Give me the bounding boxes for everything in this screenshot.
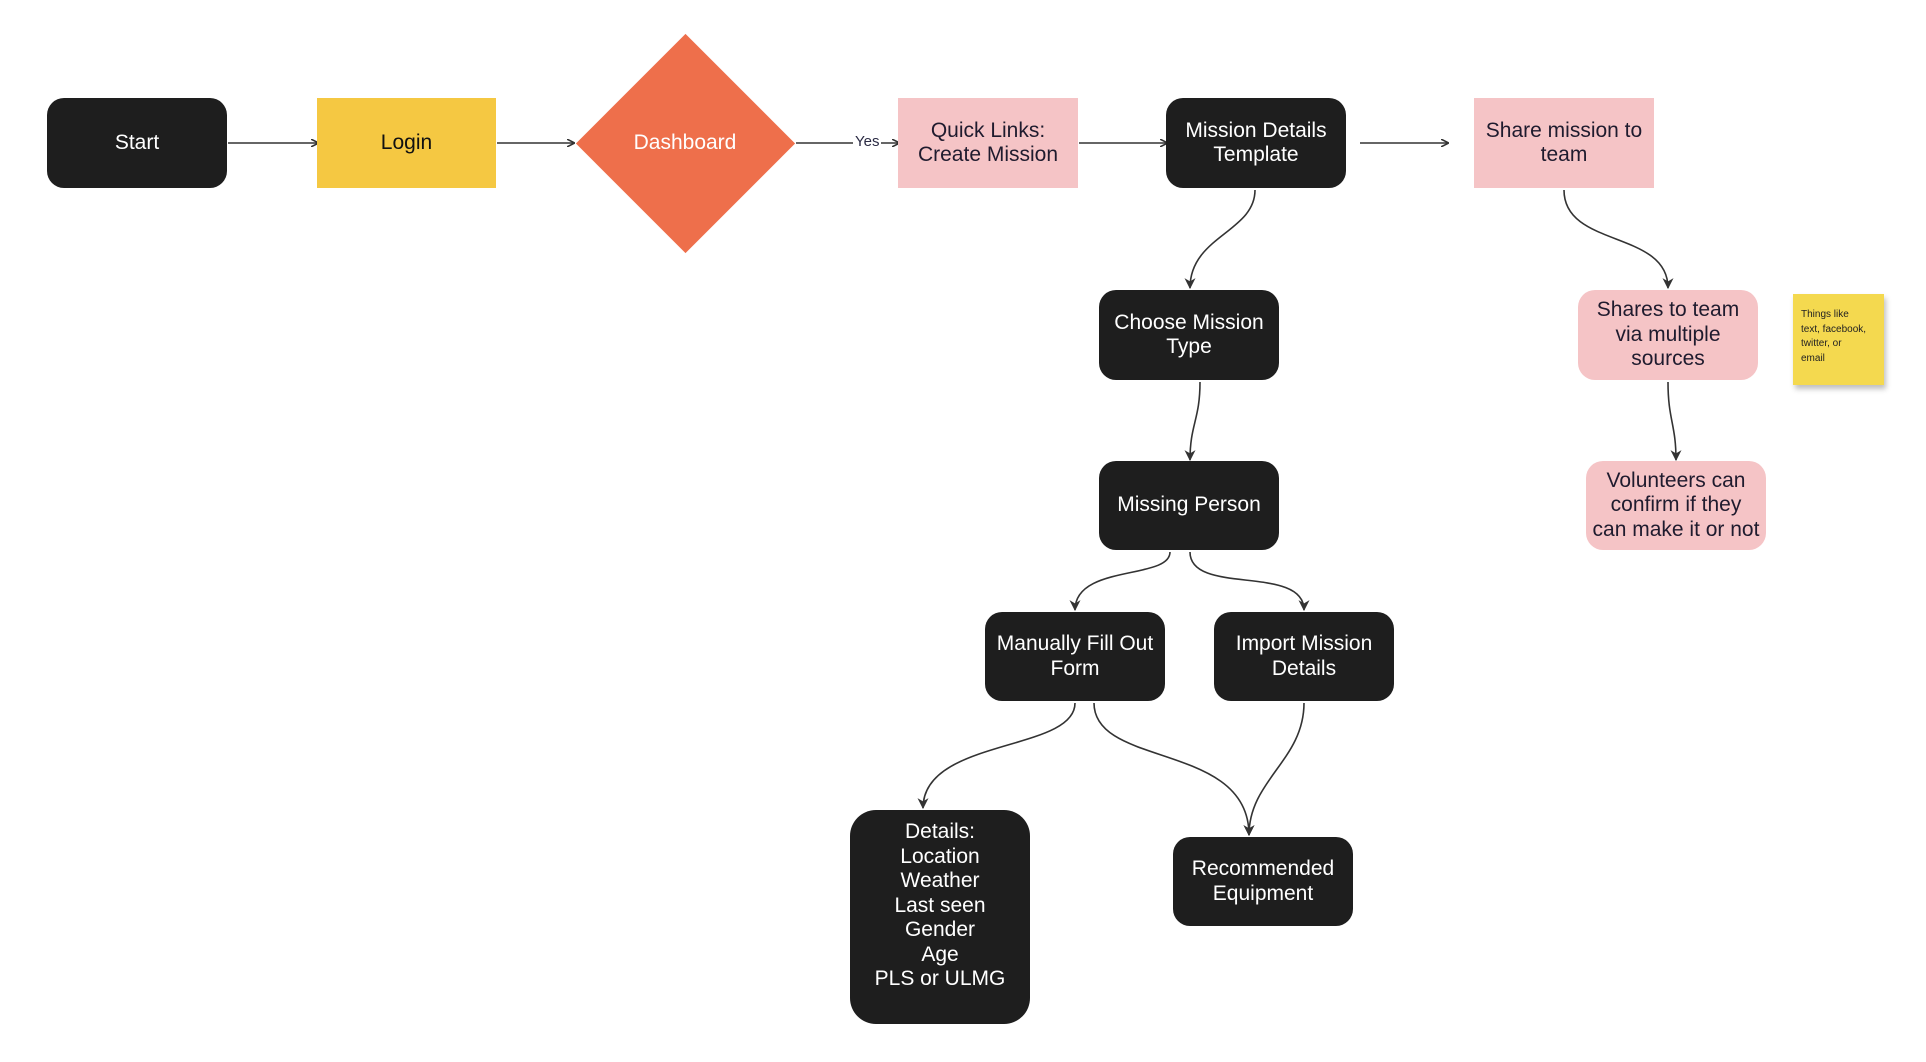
node-volunteers-line: Volunteers can (1606, 468, 1746, 492)
node-shares-to-team[interactable]: Shares to team via multiple sources (1578, 290, 1758, 380)
node-volunteers-line: confirm if they (1610, 493, 1742, 517)
node-share-mission-line: Share mission to (1485, 118, 1643, 142)
node-details-line: Weather (900, 869, 980, 892)
node-missing-person[interactable]: Missing Person (1099, 461, 1279, 550)
node-shares-team-line: Shares to team (1596, 298, 1740, 322)
edge-label-yes: Yes (853, 133, 882, 150)
node-choose-mission-type[interactable]: Choose Mission Type (1099, 290, 1279, 380)
node-details-line: Age (921, 942, 959, 966)
edge-shares-team-to-volunteers (1667, 381, 1682, 462)
sticky-note-line: email (1801, 352, 1825, 364)
node-quick-links[interactable]: Quick Links: Create Mission (898, 98, 1078, 188)
node-details-line: PLS or ULMG (874, 967, 1006, 990)
node-details-line: Details: (904, 820, 976, 843)
node-start[interactable]: Start (47, 98, 227, 188)
node-shares-team-line: via multiple (1615, 322, 1721, 346)
node-import-line: Import Mission (1235, 632, 1373, 655)
node-import-mission-details[interactable]: Import Mission Details (1214, 612, 1394, 701)
node-details[interactable]: Details: Location Weather Last seen Gend… (850, 810, 1030, 1024)
node-equipment-line: Equipment (1212, 881, 1314, 905)
node-manual-form-line: Form (1050, 656, 1100, 680)
node-choose-type-line: Type (1166, 335, 1212, 358)
node-login[interactable]: Login (317, 98, 496, 188)
edge-manual-form-to-equipment (1093, 702, 1255, 837)
sticky-note[interactable]: Things like text, facebook, twitter, or … (1793, 294, 1884, 385)
sticky-note-line: text, facebook, (1801, 323, 1867, 335)
sticky-note-line: Things like (1801, 309, 1849, 320)
node-dashboard-decision[interactable]: Dashboard (573, 31, 797, 255)
edge-missing-person-to-import (1189, 551, 1310, 612)
node-share-mission[interactable]: Share mission to team (1474, 98, 1654, 188)
edge-mission-template-to-choose-type (1184, 189, 1256, 290)
node-details-line: Location (900, 844, 980, 868)
node-mission-template-line: Mission Details (1185, 118, 1327, 142)
node-volunteers-confirm[interactable]: Volunteers can confirm if they can make … (1586, 461, 1766, 550)
edge-import-to-equipment (1243, 702, 1305, 837)
node-shares-team-line: sources (1631, 347, 1705, 371)
node-volunteers-line: can make it or not (1592, 517, 1760, 541)
node-recommended-equipment[interactable]: Recommended Equipment (1173, 837, 1353, 926)
node-start-label: Start (114, 130, 160, 154)
node-manual-form-line: Manually Fill Out (996, 632, 1154, 655)
node-quick-links-line: Create Mission (917, 143, 1059, 166)
edge-choose-type-to-missing-person (1184, 381, 1201, 462)
sticky-note-line: twitter, or (1801, 338, 1842, 349)
node-equipment-line: Recommended (1191, 857, 1335, 880)
node-details-line: Gender (904, 918, 976, 941)
node-mission-template-line: Template (1213, 143, 1299, 166)
edge-missing-person-to-manual-form (1069, 551, 1171, 612)
node-missing-person-label: Missing Person (1117, 493, 1261, 517)
node-mission-details-template[interactable]: Mission Details Template (1166, 98, 1346, 188)
edge-manual-form-to-details (917, 702, 1076, 810)
node-dashboard-label: Dashboard (633, 131, 737, 154)
edge-share-to-shares-team (1563, 189, 1674, 290)
node-login-label: Login (380, 130, 433, 154)
node-manually-fill-out-form[interactable]: Manually Fill Out Form (985, 612, 1165, 701)
node-details-line: Last seen (894, 893, 986, 917)
node-share-mission-line: team (1540, 143, 1588, 166)
node-choose-type-line: Choose Mission (1114, 310, 1264, 334)
node-import-line: Details (1271, 656, 1337, 680)
node-quick-links-line: Quick Links: (930, 118, 1046, 142)
